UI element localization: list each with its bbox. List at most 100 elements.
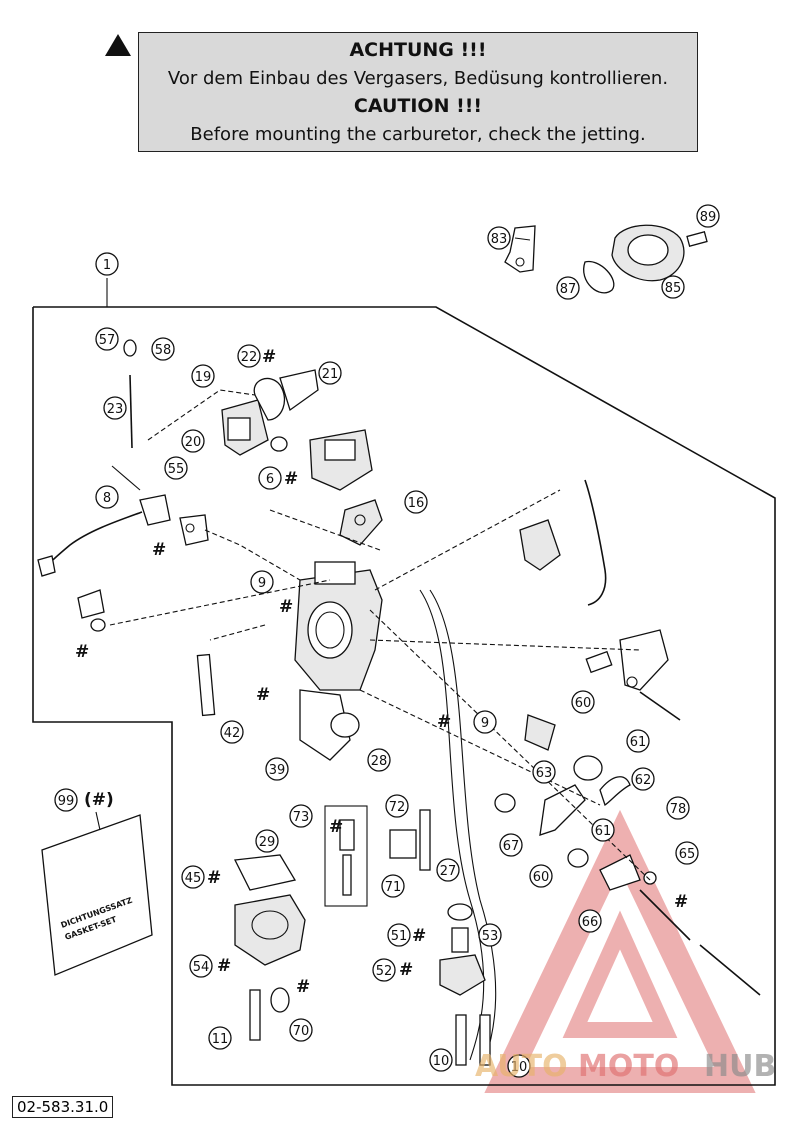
label-text: 53 xyxy=(482,929,499,944)
callout-63: 63 xyxy=(532,760,556,784)
callout-39: 39 xyxy=(265,757,289,781)
watermark-logo xyxy=(484,809,756,1093)
label-text: 42 xyxy=(224,726,241,741)
callout-71: 71 xyxy=(381,874,405,898)
label-text: 23 xyxy=(107,402,124,417)
top-cover-group xyxy=(123,339,383,546)
label-text: 54 xyxy=(193,960,210,975)
callout-89: 89 xyxy=(696,204,720,228)
label-text: 19 xyxy=(195,370,212,385)
label-text: 21 xyxy=(322,367,339,382)
label-text: 29 xyxy=(259,835,276,850)
label-text: 57 xyxy=(99,333,116,348)
label-text: # xyxy=(437,712,451,732)
callout-67: 67 xyxy=(499,833,523,857)
callout-10b: 10 xyxy=(507,1054,531,1078)
callout-72: 72 xyxy=(385,794,409,818)
float-bowl-group xyxy=(196,653,306,1041)
label-text: 20 xyxy=(185,435,202,450)
label-text: # xyxy=(262,347,276,367)
caution-title-de: ACHTUNG !!! xyxy=(349,39,487,61)
label-text: # xyxy=(329,817,343,837)
label-text: # xyxy=(279,597,293,617)
accelerator-pump-group xyxy=(324,805,491,1066)
callout-42: 42 xyxy=(220,720,244,744)
callout-55: 55 xyxy=(164,456,188,480)
label-text: 61 xyxy=(630,735,647,750)
callout-bubbles: 1 83 89 87 85 57 58 22 21 19 23 20 55 6 … xyxy=(54,204,720,1078)
caution-box: ACHTUNG !!! Vor dem Einbau des Vergasers… xyxy=(138,32,698,152)
callout-65: 65 xyxy=(675,841,699,865)
warning-triangle-icon xyxy=(105,34,131,56)
callout-8: 8 xyxy=(95,485,119,509)
part-number-label: 02-583.31.0 xyxy=(12,1096,114,1118)
callout-1: 1 xyxy=(95,252,119,276)
label-text: # xyxy=(284,469,298,489)
callout-11: 11 xyxy=(208,1026,232,1050)
throttle-linkage-group xyxy=(494,479,761,996)
callout-21: 21 xyxy=(318,361,342,385)
label-text: 45 xyxy=(185,871,202,886)
label-text: HUB xyxy=(704,1049,776,1084)
label-text: 87 xyxy=(560,282,577,297)
callout-9b: 9 xyxy=(473,710,497,734)
callout-6: 6 xyxy=(258,466,282,490)
label-text: 10 xyxy=(511,1060,528,1075)
callout-66: 66 xyxy=(578,909,602,933)
label-text: # xyxy=(674,892,688,912)
callout-16: 16 xyxy=(404,490,428,514)
callout-58: 58 xyxy=(151,337,175,361)
callout-61b: 61 xyxy=(591,818,615,842)
throttle-sensor-group xyxy=(37,465,209,632)
label-text: 28 xyxy=(371,754,388,769)
label-text: 51 xyxy=(391,929,408,944)
label-text: # xyxy=(296,977,310,997)
label-text: 39 xyxy=(269,763,286,778)
label-text: 71 xyxy=(385,880,402,895)
callout-27: 27 xyxy=(436,858,460,882)
carburetor-body xyxy=(294,561,383,761)
label-text: 22 xyxy=(241,350,258,365)
callout-60a: 60 xyxy=(571,690,595,714)
label-text: # xyxy=(152,540,166,560)
label-text: # xyxy=(399,960,413,980)
label-text: # xyxy=(207,868,221,888)
callout-20: 20 xyxy=(181,429,205,453)
label-text: 1 xyxy=(103,258,111,273)
label-text: 11 xyxy=(212,1032,229,1047)
callout-78: 78 xyxy=(666,796,690,820)
label-text: MOTO xyxy=(578,1049,679,1084)
label-text: 67 xyxy=(503,839,520,854)
label-text: # xyxy=(412,926,426,946)
label-text: 60 xyxy=(575,696,592,711)
callout-29: 29 xyxy=(255,829,279,853)
label-text: 72 xyxy=(389,800,406,815)
callout-51: 51 xyxy=(387,923,411,947)
callout-99: 99 xyxy=(54,788,78,812)
callout-57: 57 xyxy=(95,327,119,351)
callout-87: 87 xyxy=(556,276,580,300)
callout-23: 23 xyxy=(103,396,127,420)
callout-54: 54 xyxy=(189,954,213,978)
callout-73: 73 xyxy=(289,804,313,828)
assembly-outline xyxy=(32,278,776,1086)
label-text: # xyxy=(217,956,231,976)
callout-53: 53 xyxy=(478,923,502,947)
label-text: # xyxy=(256,685,270,705)
label-text: 85 xyxy=(665,281,682,296)
caution-text-en: Before mounting the carburetor, check th… xyxy=(190,124,646,145)
callout-9a: 9 xyxy=(250,570,274,594)
callout-70: 70 xyxy=(289,1018,313,1042)
label-text: 61 xyxy=(595,824,612,839)
label-text: 66 xyxy=(582,915,599,930)
callout-60b: 60 xyxy=(529,864,553,888)
callout-85: 85 xyxy=(661,275,685,299)
intake-flange-group xyxy=(504,224,708,294)
label-text: 99 xyxy=(58,794,75,809)
callout-52: 52 xyxy=(372,958,396,982)
callout-22: 22 xyxy=(237,344,261,368)
label-text: 60 xyxy=(533,870,550,885)
label-text: 16 xyxy=(408,496,425,511)
label-text: AUTO xyxy=(475,1049,568,1084)
